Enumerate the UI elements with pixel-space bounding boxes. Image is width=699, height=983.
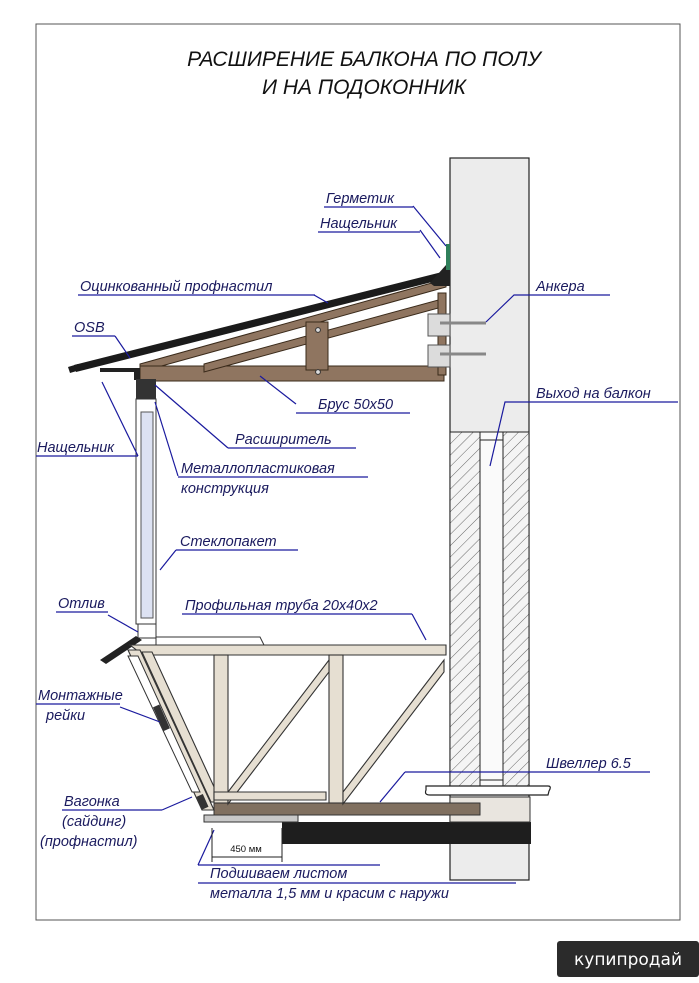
label-profilnaya-truba: Профильная труба 20х40х2: [185, 598, 378, 614]
callout-labels: Герметик Нащельник Оцинкованный профнаст…: [36, 191, 678, 902]
window-frame: [100, 368, 157, 639]
label-germetik: Герметик: [326, 191, 395, 207]
page-border: [35, 23, 681, 921]
label-nashchelnik-top: Нащельник: [320, 216, 398, 232]
label-metalloplast-1: Металлопластиковая: [181, 461, 335, 477]
label-vagonka-3: (профнастил): [40, 834, 138, 850]
label-profnastil: Оцинкованный профнастил: [80, 279, 272, 295]
label-nashchelnik-left: Нащельник: [37, 440, 115, 456]
label-vagonka-1: Вагонка: [64, 794, 120, 810]
label-shveller: Швеллер 6.5: [546, 756, 632, 772]
dimension-450: 450 мм: [211, 828, 283, 862]
label-metalloplast-2: конструкция: [181, 481, 269, 497]
title-line-2: И НА ПОДОКОННИК: [262, 76, 468, 99]
label-podshivaem-1: Подшиваем листом: [210, 866, 347, 882]
anchors: [427, 313, 486, 368]
roof: [68, 244, 450, 382]
label-montazhnye-2: рейки: [45, 708, 85, 724]
dimension-label: 450 мм: [230, 844, 262, 855]
truss-frame: [127, 644, 447, 811]
title-line-1: РАСШИРЕНИЕ БАЛКОНА ПО ПОЛУ: [187, 48, 543, 71]
label-vagonka-2: (сайдинг): [62, 814, 126, 830]
label-steklopaket: Стеклопакет: [180, 534, 277, 550]
pointer-lines: [101, 205, 530, 866]
bottom-sheet: [203, 814, 299, 823]
channel-beam: [424, 785, 551, 796]
floor-board: [213, 802, 481, 816]
label-montazhnye-1: Монтажные: [38, 688, 123, 704]
label-podshivaem-2: металла 1,5 мм и красим с наружи: [210, 886, 449, 902]
label-otliv: Отлив: [58, 596, 105, 612]
watermark: купипродай: [557, 941, 699, 977]
label-brus: Брус 50х50: [318, 397, 393, 413]
building-wall: [449, 157, 530, 881]
label-rasshiritel: Расширитель: [235, 432, 332, 448]
label-osb: OSB: [74, 320, 105, 336]
label-ankera: Анкера: [535, 279, 585, 295]
svg-text:купипродай: купипродай: [574, 950, 682, 970]
label-vykhod: Выход на балкон: [536, 386, 651, 402]
